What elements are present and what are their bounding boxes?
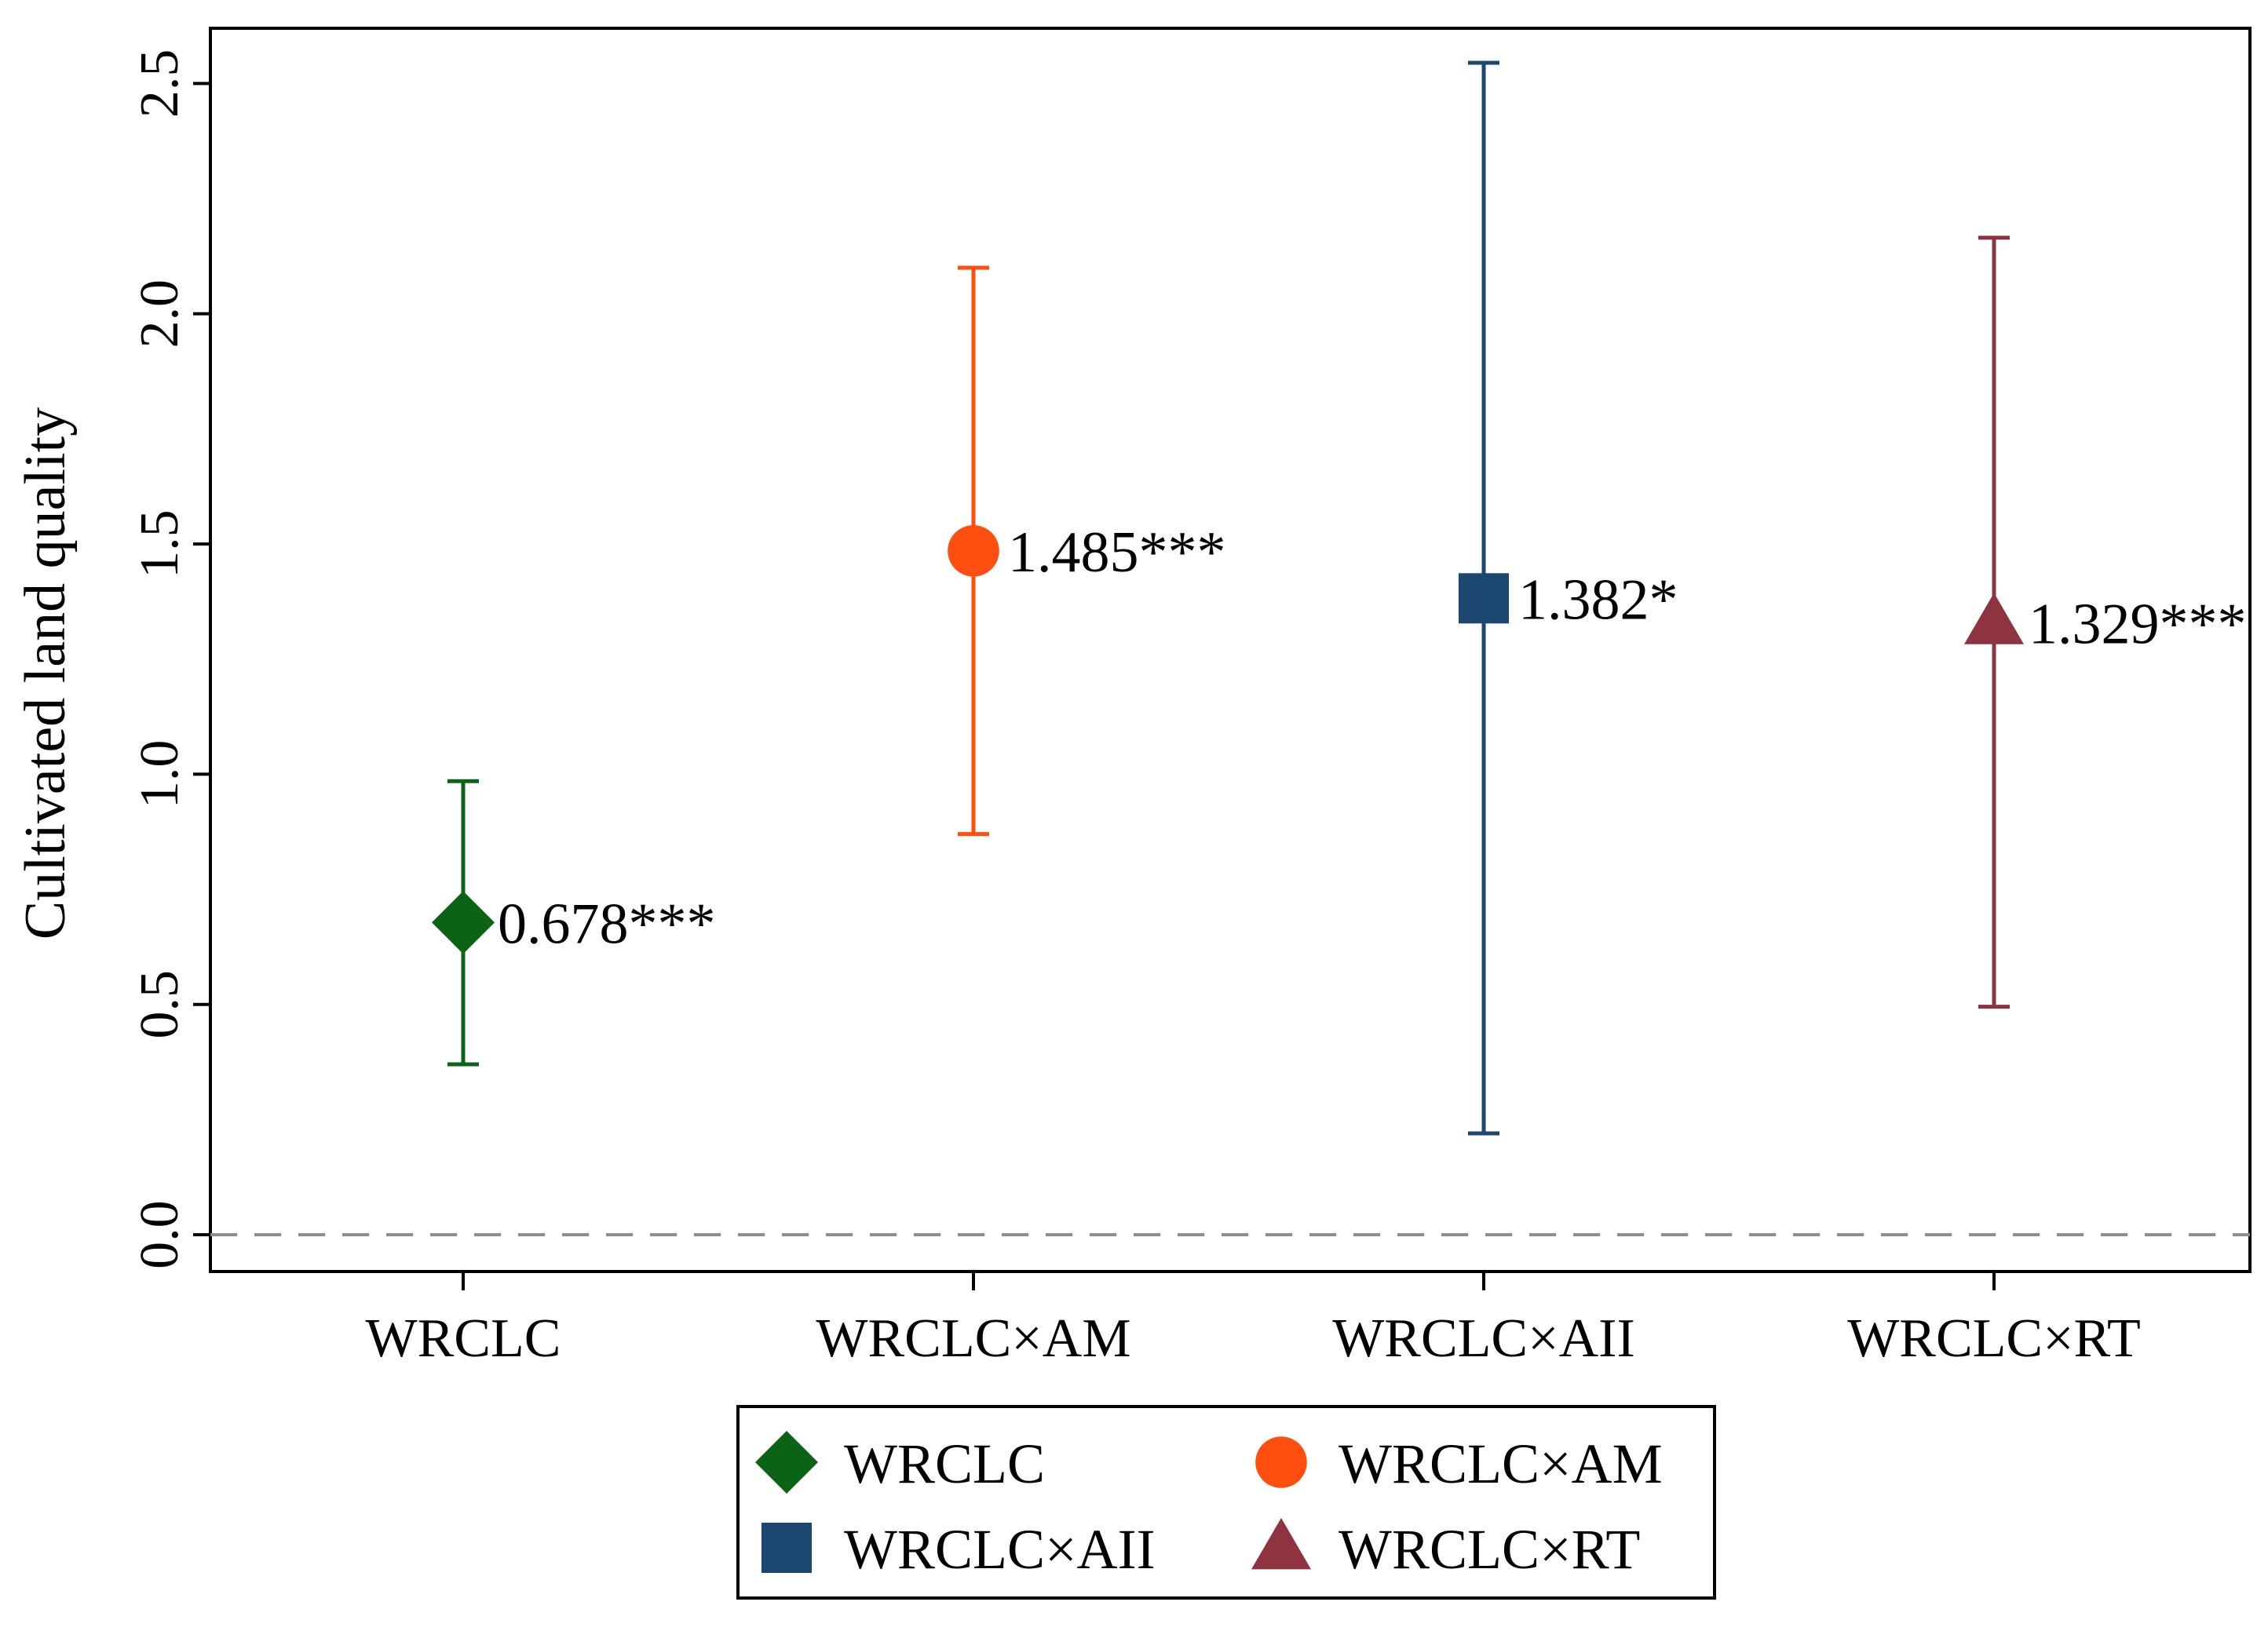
series-2: 1.382*	[1459, 60, 1678, 1136]
legend-label: WRCLC	[844, 1432, 1045, 1495]
y-tick-label: 0.5	[130, 970, 190, 1039]
plot-area	[209, 27, 2252, 1273]
x-tick-label: WRCLC×RT	[1847, 1308, 2141, 1369]
legend-marker	[761, 1523, 812, 1573]
point-estimate-marker	[1459, 573, 1509, 624]
legend-label: WRCLC×RT	[1339, 1518, 1640, 1581]
legend-entry-0: WRCLC	[755, 1431, 1045, 1495]
plot-frame	[209, 27, 2252, 1273]
legend-entry-1: WRCLC×AM	[1255, 1432, 1663, 1495]
legend-entry-3: WRCLC×RT	[1251, 1518, 1640, 1581]
x-axis: WRCLC WRCLC×AM WRCLC×AII WRCLC×RT	[366, 1272, 2141, 1369]
series-3: 1.329***	[1964, 235, 2247, 1009]
legend-entry-2: WRCLC×AII	[761, 1518, 1156, 1581]
point-estimate-marker	[1964, 593, 2024, 644]
legend-marker	[1251, 1518, 1311, 1570]
legend-label: WRCLC×AII	[844, 1518, 1156, 1581]
y-tick-label: 2.5	[130, 49, 190, 118]
x-tick-label: WRCLC×AII	[1332, 1308, 1635, 1369]
legend-label: WRCLC×AM	[1339, 1432, 1663, 1495]
x-tick-label: WRCLC×AM	[816, 1308, 1130, 1369]
x-tick-label: WRCLC	[366, 1308, 561, 1369]
legend-marker	[1255, 1436, 1307, 1488]
point-estimate-marker	[432, 891, 495, 954]
legend-box	[736, 1405, 1716, 1600]
legend: WRCLC WRCLC×AM WRCLC×AII WRCLC×RT	[736, 1405, 1716, 1600]
y-axis-title: Cultivated land quality	[13, 407, 78, 940]
legend-marker	[755, 1431, 818, 1494]
series-1: 1.485***	[948, 265, 1226, 837]
data-label: 1.329***	[2029, 592, 2247, 656]
point-estimate-marker	[948, 525, 999, 577]
y-tick-label: 2.0	[130, 279, 190, 348]
data-label: 1.485***	[1008, 520, 1226, 585]
series-layer: 0.678*** 1.485*** 1.382* 1.329***	[432, 60, 2247, 1136]
data-label: 0.678***	[498, 892, 716, 956]
data-label: 1.382*	[1518, 567, 1678, 632]
y-axis: 0.0 0.5 1.0 1.5 2.0 2.5	[130, 49, 210, 1269]
y-tick-label: 0.0	[130, 1200, 190, 1269]
series-0: 0.678***	[432, 779, 716, 1067]
y-tick-label: 1.5	[130, 509, 190, 578]
y-tick-label: 1.0	[130, 740, 190, 809]
